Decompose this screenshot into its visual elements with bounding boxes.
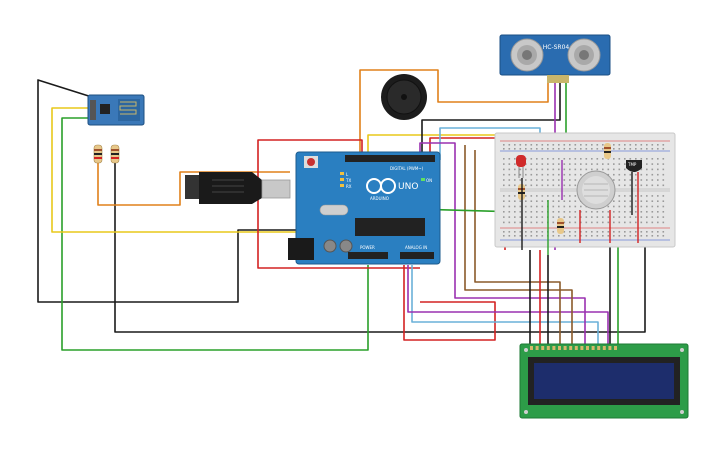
arduino-model: UNO bbox=[398, 182, 418, 192]
wire-green-wifi[interactable] bbox=[61, 117, 369, 351]
wire-brown-2[interactable] bbox=[474, 150, 561, 345]
wire-black-breadboard[interactable] bbox=[421, 82, 561, 160]
wire-black-wifi-gnd[interactable] bbox=[37, 79, 300, 303]
tx-label: TX bbox=[345, 178, 351, 183]
wires bbox=[37, 69, 646, 351]
temp-sensor-label: TMP bbox=[627, 162, 637, 167]
breadboard-jumpers bbox=[521, 160, 639, 255]
lcd-display[interactable] bbox=[519, 343, 689, 419]
led-icon bbox=[516, 155, 526, 178]
wire-orange-sensor[interactable] bbox=[437, 80, 549, 103]
wire-red-lcd[interactable] bbox=[403, 265, 496, 341]
power-label: POWER bbox=[360, 245, 375, 250]
digital-label: DIGITAL (PWM~) bbox=[390, 166, 424, 171]
wire-purple-1[interactable] bbox=[419, 142, 586, 345]
l-label: L bbox=[346, 172, 349, 177]
buzzer-icon bbox=[381, 74, 427, 120]
rx-label: RX bbox=[346, 184, 352, 189]
wire-red-left[interactable] bbox=[257, 139, 420, 269]
wifi-module[interactable] bbox=[87, 94, 145, 126]
arduino-board[interactable]: UNO ARDUINO DIGITAL (PWM~) POWER ANALOG … bbox=[288, 151, 441, 265]
wire-blue-2[interactable] bbox=[411, 265, 599, 345]
arduino-brand: ARDUINO bbox=[370, 196, 389, 201]
wire-orange-buzzer[interactable] bbox=[359, 69, 439, 160]
resistor-icon bbox=[93, 144, 120, 164]
arduino-logo-icon bbox=[366, 178, 396, 194]
gas-sensor-icon bbox=[576, 170, 616, 210]
wire-red-breadboard[interactable] bbox=[429, 137, 506, 250]
ultrasonic-sensor[interactable]: HC-SR04 bbox=[499, 34, 611, 83]
usb-plug-icon bbox=[185, 172, 291, 204]
analog-label: ANALOG IN bbox=[405, 245, 427, 250]
temp-sensor: TMP bbox=[626, 160, 642, 172]
wire-brown-1[interactable] bbox=[464, 145, 573, 345]
on-label: ON bbox=[426, 178, 432, 183]
sensor-label: HC-SR04 bbox=[543, 44, 570, 51]
wire-black-lcd-gnd[interactable] bbox=[114, 160, 646, 333]
wire-purple-2[interactable] bbox=[407, 265, 609, 345]
